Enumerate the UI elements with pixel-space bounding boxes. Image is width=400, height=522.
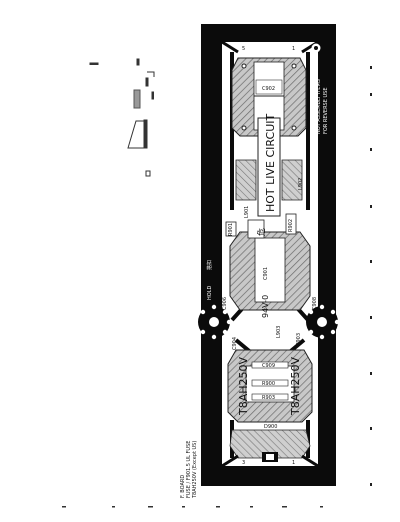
ref-c904: C904	[232, 337, 238, 350]
ref-r903: R903	[262, 395, 275, 401]
side-note-line-2: FOR REVERSE USE	[323, 88, 329, 134]
component-labels: C902 L901 L902 R901 R902 C901 C903 C904 …	[222, 86, 318, 430]
pin-label: 3	[242, 460, 245, 466]
page-edge-marks	[62, 66, 372, 508]
board-footnote: F. BOARD FUSE / F901.5 UL FUSE T8AH250V …	[180, 441, 198, 499]
copper-middle	[225, 213, 311, 311]
pin-label: 1	[292, 460, 295, 466]
ref-c901: C901	[263, 267, 269, 280]
ref-c908: C908	[312, 297, 318, 310]
hot-live-warning: HOT LIVE CIRCUIT	[264, 114, 277, 212]
ref-l901: L901	[244, 206, 250, 218]
fuse-rating-right: T8AH250V	[289, 356, 302, 416]
ref-c902: C902	[262, 86, 275, 92]
pcb-board: 5 1 3 1	[198, 24, 340, 486]
pin-label: 5	[242, 46, 245, 52]
mounting-hole-right	[306, 304, 340, 340]
hold-badge	[204, 280, 214, 302]
hold-cn-text: 搭扣	[206, 260, 213, 270]
ref-l903: L903	[276, 326, 282, 338]
footnote-line-3: T8AH250V (Except US)	[192, 441, 198, 499]
mounting-hole-left	[198, 304, 232, 340]
reference-marks	[89, 58, 155, 177]
ref-l902: L902	[298, 178, 304, 190]
hold-cn-badge	[204, 252, 214, 272]
footnote-line-1: F. BOARD	[180, 475, 186, 498]
warning-strip	[235, 117, 303, 217]
ref-d900: D900	[264, 424, 277, 430]
material-grade: 94V-0	[261, 295, 270, 318]
fuse-rating-left: T8AH250V	[237, 356, 250, 416]
corner-pin-labels: 5 1 3 1	[242, 46, 295, 466]
ref-r901: R901	[228, 223, 234, 236]
caution-cn: 危	[256, 228, 266, 236]
ref-c903: C903	[296, 333, 302, 346]
ref-r902: R902	[288, 219, 294, 232]
pin-label: 1	[292, 46, 295, 52]
copper-lower	[227, 349, 313, 462]
side-note-line-1: NOT ASSEMBLY ITEMS	[316, 79, 322, 134]
ref-r900: R900	[262, 381, 275, 387]
hold-text: HOLD	[207, 286, 213, 300]
silkscreen-text: T8AH250V T8AH250V HOT LIVE CIRCUIT 94V-0…	[204, 79, 329, 416]
footnote-line-2: FUSE / F901.5 UL FUSE	[186, 441, 192, 498]
ref-c906: C906	[222, 297, 228, 310]
ref-c909: C909	[262, 363, 275, 369]
